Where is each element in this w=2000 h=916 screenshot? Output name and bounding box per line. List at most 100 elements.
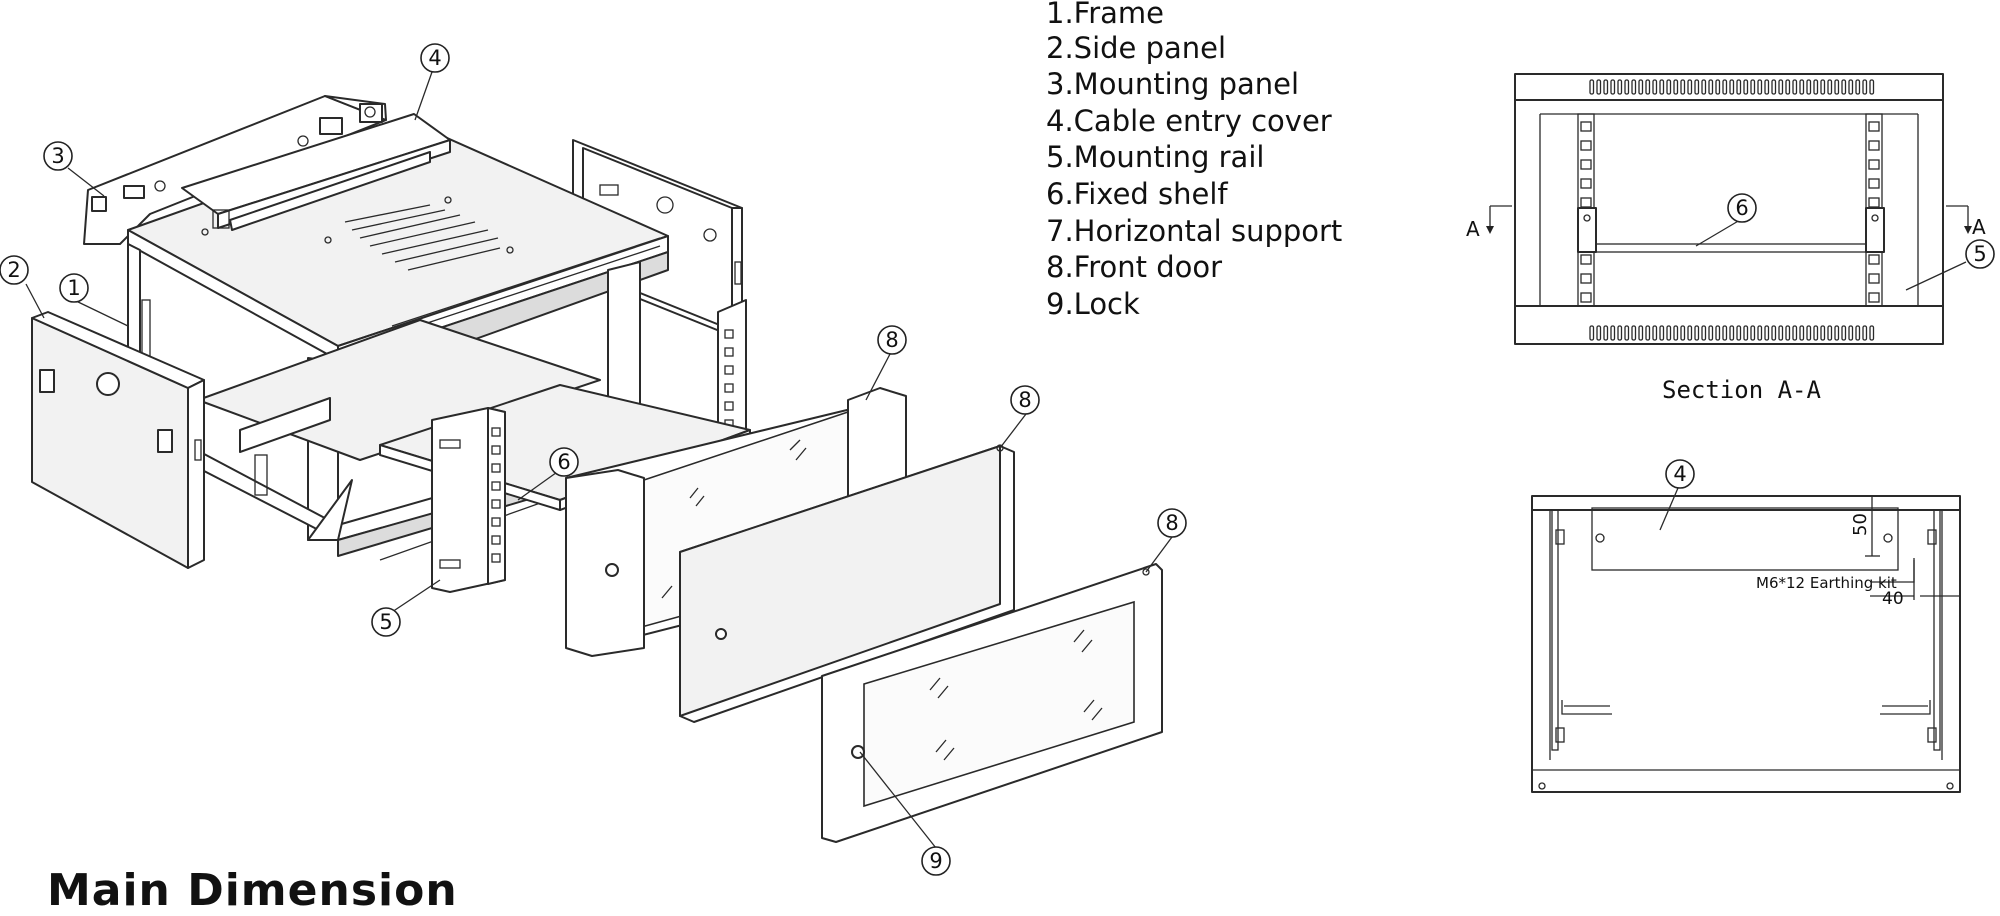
mounting-panel bbox=[83, 95, 387, 245]
vent-slot bbox=[1715, 325, 1721, 341]
vent-slot bbox=[1645, 325, 1651, 341]
rail-hole bbox=[1580, 254, 1592, 265]
svg-text:8: 8 bbox=[1018, 388, 1031, 412]
legend-item-frame: 1.Frame bbox=[1046, 0, 1165, 30]
vent-slot bbox=[1855, 79, 1861, 95]
cut-label-right: A bbox=[1972, 215, 1986, 239]
callout-8-b: 8 bbox=[1010, 385, 1040, 415]
vent-slot bbox=[1792, 79, 1798, 95]
callout-1: 1 bbox=[59, 273, 89, 303]
vent-slot bbox=[1743, 79, 1749, 95]
vent-slot bbox=[1862, 325, 1868, 341]
rail-hole bbox=[1868, 273, 1880, 284]
rail-hole bbox=[1580, 178, 1592, 189]
rail-hole bbox=[1868, 178, 1880, 189]
callout-8-c: 8 bbox=[1157, 508, 1187, 538]
vent-slot bbox=[1645, 79, 1651, 95]
vent-slot bbox=[1750, 79, 1756, 95]
svg-text:6: 6 bbox=[1735, 196, 1748, 220]
section-a-a-view: A A 6 5 bbox=[1466, 73, 1995, 345]
vent-slot bbox=[1764, 325, 1770, 341]
vent-slot bbox=[1673, 325, 1679, 341]
vent-slot bbox=[1785, 325, 1791, 341]
svg-text:3: 3 bbox=[51, 144, 64, 168]
legend-item-mounting-rail: 5.Mounting rail bbox=[1046, 140, 1265, 174]
vent-slot bbox=[1820, 325, 1826, 341]
vent-slot bbox=[1631, 79, 1637, 95]
vent-slot bbox=[1666, 79, 1672, 95]
vent-slot bbox=[1638, 325, 1644, 341]
svg-text:5: 5 bbox=[1973, 242, 1986, 266]
vent-slot bbox=[1708, 325, 1714, 341]
legend-item-mounting-panel: 3.Mounting panel bbox=[1046, 67, 1300, 101]
vent-slot bbox=[1617, 325, 1623, 341]
vent-slot bbox=[1729, 79, 1735, 95]
rail-hole bbox=[1868, 254, 1880, 265]
side-panel bbox=[31, 311, 205, 569]
vent-slot bbox=[1659, 325, 1665, 341]
rail-hole bbox=[1868, 121, 1880, 132]
callout-5: 5 bbox=[371, 607, 401, 637]
vent-slot bbox=[1848, 325, 1854, 341]
vent-slot bbox=[1757, 325, 1763, 341]
vent-slot bbox=[1736, 79, 1742, 95]
rail-hole bbox=[1580, 159, 1592, 170]
dim-50: 50 bbox=[1850, 513, 1871, 536]
vent-slot bbox=[1694, 79, 1700, 95]
vent-slot bbox=[1687, 325, 1693, 341]
vent-slot bbox=[1596, 325, 1602, 341]
vent-slot bbox=[1652, 79, 1658, 95]
top-view: 50 40 M6*12 Earthing kit 4 bbox=[1531, 459, 1961, 793]
vent-slot bbox=[1589, 325, 1595, 341]
callout-6: 6 bbox=[549, 447, 579, 477]
vent-slot bbox=[1680, 79, 1686, 95]
vent-slot bbox=[1729, 325, 1735, 341]
rail-hole bbox=[1868, 159, 1880, 170]
vent-slot bbox=[1680, 325, 1686, 341]
leader-lines bbox=[25, 71, 1173, 849]
svg-text:4: 4 bbox=[1673, 462, 1686, 486]
top-view-callout-4: 4 bbox=[1665, 459, 1695, 489]
vent-slot bbox=[1806, 325, 1812, 341]
rear-mounting-rail bbox=[717, 299, 747, 441]
svg-text:1: 1 bbox=[67, 276, 80, 300]
exploded-view: 2 1 3 4 8 8 8 6 5 9 bbox=[0, 43, 1187, 876]
vent-slot bbox=[1841, 325, 1847, 341]
main-title: Main Dimension bbox=[47, 865, 458, 916]
vent-slot bbox=[1841, 79, 1847, 95]
svg-text:2: 2 bbox=[7, 258, 20, 282]
vent-slot bbox=[1624, 325, 1630, 341]
vent-slot bbox=[1806, 79, 1812, 95]
dim-40: 40 bbox=[1882, 589, 1904, 609]
callout-9: 9 bbox=[921, 846, 951, 876]
vent-slot bbox=[1757, 79, 1763, 95]
vent-slot bbox=[1610, 79, 1616, 95]
callout-4: 4 bbox=[420, 43, 450, 73]
vent-slot bbox=[1743, 325, 1749, 341]
legend-item-front-door: 8.Front door bbox=[1046, 250, 1223, 284]
vent-slot bbox=[1827, 79, 1833, 95]
vent-slot bbox=[1764, 79, 1770, 95]
rail-hole bbox=[1868, 140, 1880, 151]
section-callout-5: 5 bbox=[1965, 239, 1995, 269]
front-door-solid bbox=[679, 444, 1015, 723]
vent-slot bbox=[1596, 79, 1602, 95]
vent-slot bbox=[1603, 325, 1609, 341]
vent-slot bbox=[1750, 325, 1756, 341]
vent-slot bbox=[1778, 325, 1784, 341]
vent-slot bbox=[1617, 79, 1623, 95]
rail-hole bbox=[1868, 292, 1880, 303]
vent-slot bbox=[1631, 325, 1637, 341]
svg-text:8: 8 bbox=[1165, 511, 1178, 535]
vent-slot bbox=[1869, 79, 1875, 95]
front-door-glass-2 bbox=[821, 563, 1163, 843]
vent-slot bbox=[1652, 325, 1658, 341]
vent-slot bbox=[1778, 79, 1784, 95]
rail-hole bbox=[1580, 140, 1592, 151]
vent-slot bbox=[1771, 79, 1777, 95]
vent-slot bbox=[1666, 325, 1672, 341]
rail-hole bbox=[1580, 273, 1592, 284]
vent-slot bbox=[1701, 79, 1707, 95]
earthing-kit-label: M6*12 Earthing kit bbox=[1756, 574, 1897, 592]
legend-item-side-panel: 2.Side panel bbox=[1046, 31, 1227, 65]
